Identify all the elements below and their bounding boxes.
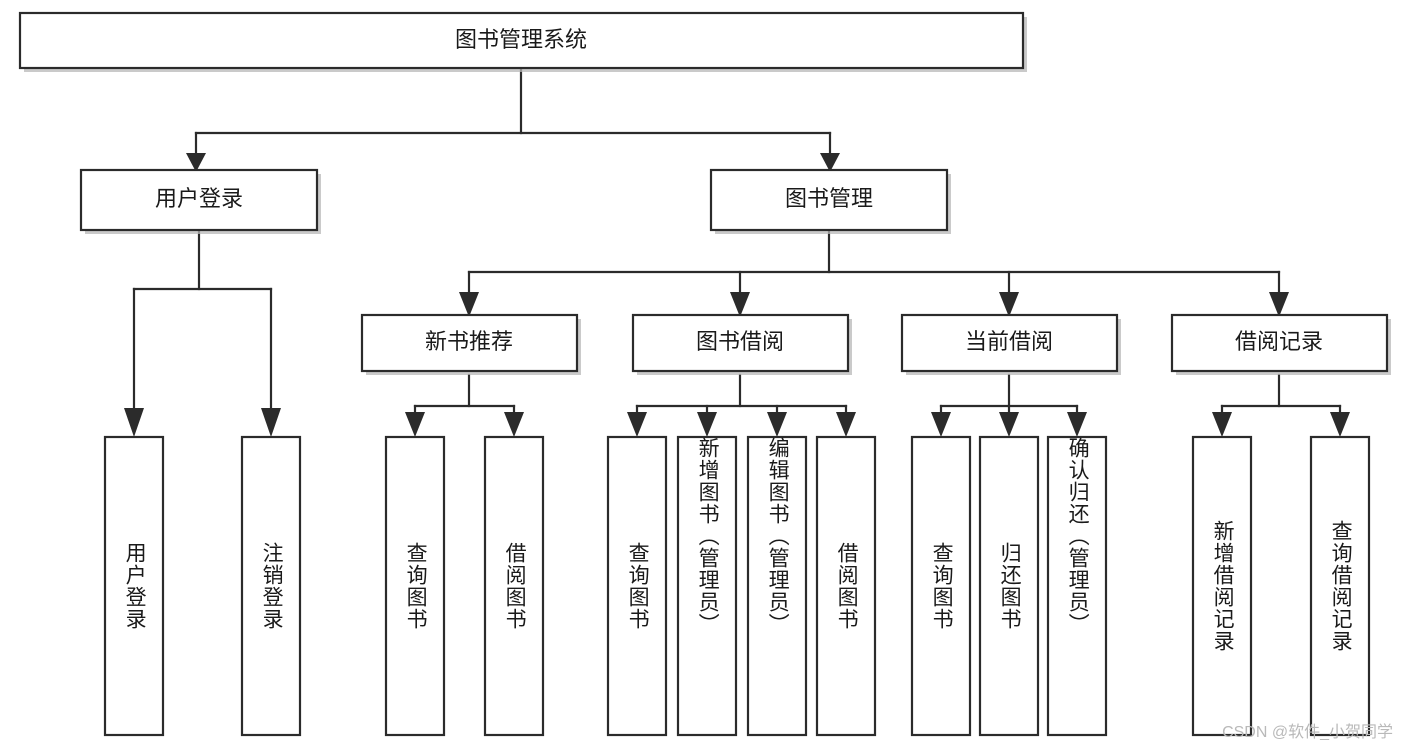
node-root[interactable] [18, 11, 1025, 70]
node-current-borrow[interactable] [900, 313, 1119, 373]
node-current-borrow-label: 当前借阅 [965, 329, 1053, 354]
arrowhead-leaf-add-book [697, 412, 717, 437]
arrowhead-leaf-query-book-3 [931, 412, 951, 437]
node-leaf-query-record[interactable] [1309, 435, 1371, 737]
node-leaf-return-book[interactable] [978, 435, 1040, 737]
arrowhead-leaf-user-login [124, 408, 144, 437]
node-user-login[interactable] [79, 168, 319, 232]
node-leaf-logout[interactable] [240, 435, 302, 737]
arrowhead-current-borrow [999, 292, 1019, 317]
node-book-borrow-label: 图书借阅 [696, 329, 784, 354]
node-layer: 图书管理系统 用户登录 图书管理 新书推荐 图书借阅 当前借阅 借阅记录 [18, 11, 1391, 737]
node-leaf-add-book[interactable] [676, 435, 738, 737]
node-user-login-label: 用户登录 [155, 186, 243, 211]
node-new-book-rec[interactable] [360, 313, 579, 373]
node-leaf-borrow-book-2[interactable] [815, 435, 877, 737]
arrowhead-leaf-query-record [1330, 412, 1350, 437]
arrowhead-book-borrow [730, 292, 750, 317]
arrowhead-leaf-edit-book [767, 412, 787, 437]
arrowhead-leaf-confirm-return [1067, 412, 1087, 437]
node-new-book-rec-label: 新书推荐 [425, 329, 513, 354]
arrowhead-leaf-borrow-book-1 [504, 412, 524, 437]
arrowhead-leaf-query-book-2 [627, 412, 647, 437]
csdn-watermark: CSDN @软件_小贺同学 [1222, 724, 1393, 741]
arrowhead-leaf-return-book [999, 412, 1019, 437]
node-leaf-query-book-1[interactable] [384, 435, 446, 737]
node-root-label: 图书管理系统 [455, 27, 587, 52]
node-leaf-query-book-2[interactable] [606, 435, 668, 737]
node-leaf-confirm-return[interactable] [1046, 435, 1108, 737]
node-borrow-record-label: 借阅记录 [1235, 329, 1323, 354]
arrowhead-leaf-query-book-1 [405, 412, 425, 437]
arrowhead-new-book-rec [459, 292, 479, 317]
node-leaf-user-login[interactable] [103, 435, 165, 737]
node-book-manage[interactable] [709, 168, 949, 232]
connector-layer [124, 66, 1350, 437]
node-book-borrow[interactable] [631, 313, 850, 373]
node-leaf-add-record[interactable] [1191, 435, 1253, 737]
arrowhead-leaf-borrow-book-2 [836, 412, 856, 437]
node-leaf-query-book-3[interactable] [910, 435, 972, 737]
arrowhead-book-manage [820, 153, 840, 172]
node-book-manage-label: 图书管理 [785, 186, 873, 211]
node-leaf-borrow-book-1[interactable] [483, 435, 545, 737]
arrowhead-leaf-add-record [1212, 412, 1232, 437]
arrowhead-borrow-record [1269, 292, 1289, 317]
node-borrow-record[interactable] [1170, 313, 1389, 373]
node-leaf-edit-book[interactable] [746, 435, 808, 737]
arrowhead-leaf-logout [261, 408, 281, 437]
arrowhead-user-login [186, 153, 206, 172]
